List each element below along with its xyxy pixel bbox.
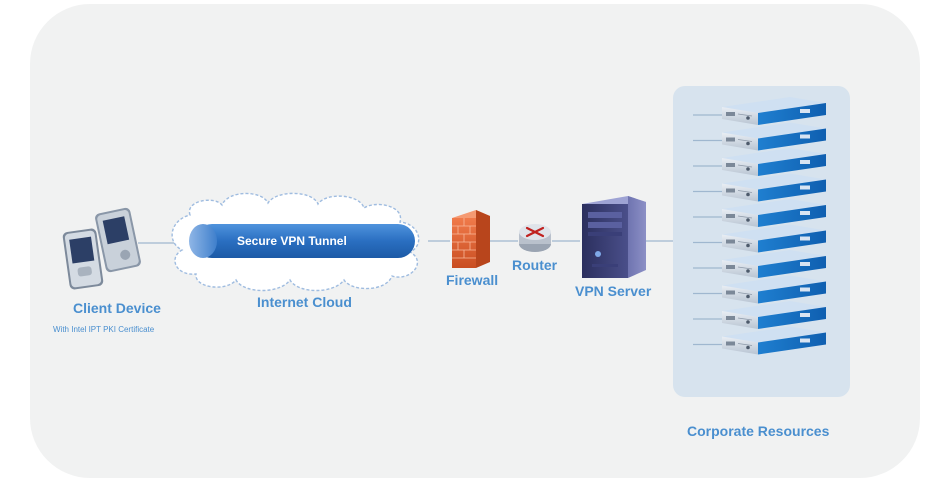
server-unit-icon — [693, 301, 826, 329]
server-unit-icon — [693, 250, 826, 278]
server-unit-icon — [693, 122, 826, 151]
vpn-server-label: VPN Server — [575, 283, 652, 299]
client-device-sublabel: With Intel IPT PKI Certificate — [53, 325, 155, 334]
vpn-server-icon — [582, 196, 646, 278]
client-device-label: Client Device — [73, 300, 161, 316]
server-unit-icon — [693, 326, 826, 355]
server-rack — [693, 97, 826, 355]
tunnel-label: Secure VPN Tunnel — [237, 234, 347, 248]
server-unit-icon — [693, 224, 826, 253]
client-device-icon — [62, 207, 141, 290]
server-unit-icon — [693, 97, 826, 125]
server-unit-icon — [693, 173, 826, 202]
server-unit-icon — [693, 275, 826, 304]
firewall-label: Firewall — [446, 272, 499, 288]
server-unit-icon — [693, 148, 826, 176]
firewall-icon — [452, 210, 490, 268]
router-label: Router — [512, 257, 558, 273]
router-icon — [519, 224, 551, 252]
internet-cloud-label: Internet Cloud — [257, 294, 352, 310]
secure-vpn-tunnel — [189, 224, 415, 258]
corporate-resources-label: Corporate Resources — [687, 423, 830, 439]
server-unit-icon — [693, 199, 826, 227]
